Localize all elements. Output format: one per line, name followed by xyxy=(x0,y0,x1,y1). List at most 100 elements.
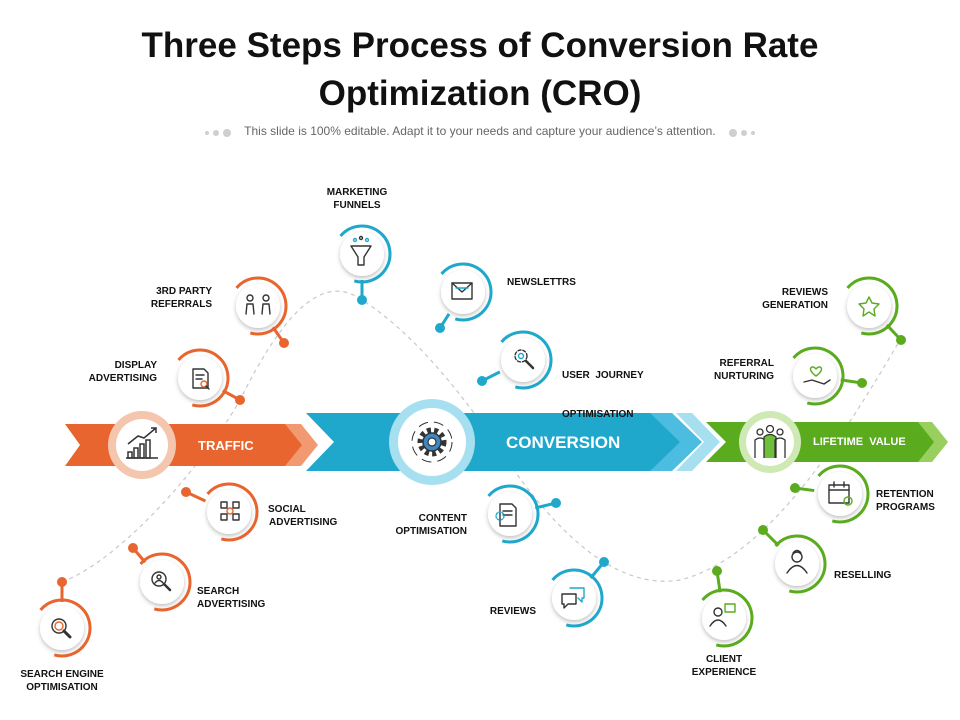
node-disc xyxy=(236,284,280,328)
node-label-referral-nurturing: REFERRAL NURTURING xyxy=(690,357,774,383)
node-label-line: OPTIMISATION xyxy=(562,409,634,420)
document-search-icon xyxy=(192,368,210,390)
node-label-line: CONTENT xyxy=(418,513,467,524)
node-lifetime-retention-programs xyxy=(790,464,870,524)
node-pin xyxy=(435,323,445,333)
node-ring xyxy=(544,568,604,628)
node-ring xyxy=(433,262,493,322)
page-title: Three Steps Process of Conversion Rate O… xyxy=(80,22,880,118)
node-label-reviews-generation: REVIEWS GENERATION xyxy=(728,286,828,312)
node-ring xyxy=(32,598,92,658)
node-ring xyxy=(170,348,230,408)
node-pin xyxy=(712,566,722,576)
node-lifetime-reviews-generation xyxy=(839,276,906,345)
node-label-line: OPTIMISATION xyxy=(395,526,467,537)
node-traffic-social-advertising xyxy=(181,482,259,542)
node-disc xyxy=(775,542,819,586)
subtitle: This slide is 100% editable. Adapt it to… xyxy=(244,124,716,138)
node-label-content-optimisation: CONTENT OPTIMISATION xyxy=(370,512,467,538)
conversion-label: CONVERSION xyxy=(506,433,621,452)
node-pin xyxy=(790,483,800,493)
people-icon xyxy=(245,294,271,315)
person-icon xyxy=(786,549,808,574)
subtitle-row: This slide is 100% editable. Adapt it to… xyxy=(0,124,960,139)
node-ring xyxy=(785,346,845,406)
node-ring xyxy=(493,330,553,390)
gear-magnifier-icon xyxy=(514,349,535,370)
node-label-line: ADVERTISING xyxy=(197,599,266,610)
node-label-line: REFERRAL xyxy=(719,358,774,369)
node-label-line: SEARCH xyxy=(197,586,240,597)
node-disc xyxy=(207,490,251,534)
node-disc xyxy=(818,472,862,516)
node-label-retention-programs: RETENTION PROGRAMS xyxy=(876,488,935,514)
node-lifetime-referral-nurturing xyxy=(785,346,867,406)
node-label-line: REVIEWS xyxy=(781,287,828,298)
node-label-line: ADVERTISING xyxy=(269,517,338,528)
node-pin xyxy=(551,498,561,508)
node-label-line: PROGRAMS xyxy=(876,502,935,513)
team-icon xyxy=(754,424,786,458)
node-label-line: 3RD PARTY xyxy=(156,286,212,297)
node-traffic-3rd-party-referrals xyxy=(228,276,289,348)
node-label-user-journey-optimisation: USER JOURNEY OPTIMISATION xyxy=(562,343,644,447)
title-line-1: Three Steps Process of Conversion Rate xyxy=(141,26,819,65)
node-label-social-advertising: SOCIAL ADVERTISING xyxy=(268,503,337,529)
magnifier-icon xyxy=(51,618,72,639)
decor-dots-left xyxy=(203,125,233,139)
node-pin xyxy=(896,335,906,345)
node-label-line: RETENTION xyxy=(876,489,934,500)
node-disc xyxy=(702,596,746,640)
social-network-icon xyxy=(220,501,240,521)
traffic-stage-circle xyxy=(108,411,176,479)
node-pin xyxy=(599,557,609,567)
node-label-line: USER JOURNEY xyxy=(562,370,644,381)
node-pin xyxy=(181,487,191,497)
node-label-line: SOCIAL xyxy=(268,504,306,515)
node-label-3rd-party-referrals: 3RD PARTY REFERRALS xyxy=(120,285,212,311)
node-label-line: RESELLING xyxy=(834,570,892,581)
lifetime-stage-circle xyxy=(739,411,801,473)
node-disc xyxy=(178,356,222,400)
node-disc xyxy=(501,338,545,382)
node-pin xyxy=(477,376,487,386)
node-disc xyxy=(552,576,596,620)
node-label-line: ADVERTISING xyxy=(88,373,157,384)
node-pin xyxy=(57,577,67,587)
node-conversion-newslettrs xyxy=(433,262,493,333)
node-label-client-experience: CLIENT EXPERIENCE xyxy=(676,653,772,679)
node-label-line: OPTIMISATION xyxy=(26,682,98,693)
node-disc xyxy=(340,232,384,276)
conversion-stage-circle xyxy=(389,399,475,485)
node-label-reselling: RESELLING xyxy=(834,569,891,582)
node-pin xyxy=(357,295,367,305)
node-disc xyxy=(847,284,891,328)
node-label-line: GENERATION xyxy=(762,300,828,311)
node-ring xyxy=(132,552,192,612)
node-ring xyxy=(199,482,259,542)
node-pin xyxy=(235,395,245,405)
node-disc xyxy=(488,492,532,536)
node-ring xyxy=(480,484,540,544)
calendar-check-icon xyxy=(828,481,853,506)
traffic-band xyxy=(65,424,318,466)
lifetime-value-label: LIFETIME VALUE xyxy=(813,436,906,448)
search-user-icon xyxy=(151,571,172,592)
node-label-line: SEARCH ENGINE xyxy=(20,669,104,680)
node-ring xyxy=(839,276,899,336)
node-label-marketing-funnels: MARKETING FUNNELS xyxy=(312,186,402,212)
node-label-line: REFERRALS xyxy=(150,299,212,310)
node-label-line: REVIEWS xyxy=(489,606,536,617)
content-gear-icon xyxy=(495,503,517,527)
node-icons xyxy=(51,235,880,639)
node-label-search-engine-optimisation: SEARCH ENGINE OPTIMISATION xyxy=(8,668,116,694)
node-label-line: FUNNELS xyxy=(333,200,381,211)
title-line-2: Optimization (CRO) xyxy=(318,74,642,113)
node-ring xyxy=(228,276,288,336)
node-lifetime-reselling xyxy=(758,525,827,594)
star-icon xyxy=(858,296,880,317)
node-conversion-user-journey-optimisation xyxy=(477,330,553,390)
node-conversion-reviews xyxy=(544,557,609,628)
